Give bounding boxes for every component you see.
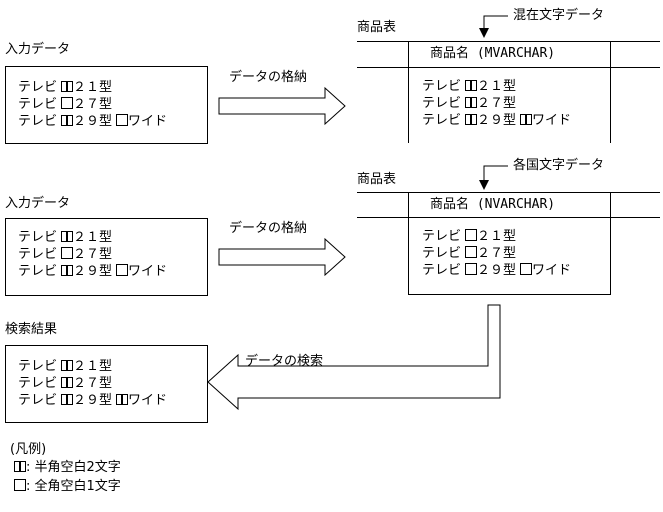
full-space-icon [14,479,26,491]
store-arrow-label-2: データの格納 [229,221,308,236]
input-label-1: 入力データ [5,42,71,57]
callout-label-1: 混在文字データ [513,8,605,23]
store-arrow-2 [218,237,346,277]
table-2-header-border [357,217,660,218]
legend-half-label: : 半角空白2文字 [26,460,121,475]
store-arrow-1 [218,86,346,126]
legend-title: (凡例) [10,442,47,457]
legend-item-full: : 全角空白1文字 [14,479,121,495]
callout-pointer-2 [483,165,508,180]
table-1-column-header: 商品名 (MVARCHAR) [430,46,556,61]
table-2-col-left [408,192,409,294]
input-label-2: 入力データ [5,196,71,211]
table-title-1: 商品表 [357,20,397,35]
table-1-header-border [357,67,660,68]
table-title-2: 商品表 [357,172,397,187]
result-label: 検索結果 [5,322,58,337]
table-2-col-right [610,192,611,294]
store-arrow-label-1: データの格納 [229,70,308,85]
table-1-top-border [357,41,660,42]
table-1-col-right [610,41,611,143]
callout-pointer-1-head [479,28,489,38]
search-arrow [207,304,501,411]
table-2-top-border [357,192,660,193]
callout-label-2: 各国文字データ [513,158,605,173]
callout-pointer-2-head [479,180,489,190]
half-space-icon [20,461,26,472]
legend-full-label: : 全角空白1文字 [26,479,121,494]
half-space-icon [14,461,20,472]
table-1-col-left [408,41,409,143]
callout-pointer-1 [483,15,508,28]
table-2-column-header: 商品名 (NVARCHAR) [430,197,556,212]
legend-item-half: : 半角空白2文字 [14,460,121,476]
table-2-bottom-border [408,294,611,295]
search-arrow-label: データの検索 [245,354,324,369]
